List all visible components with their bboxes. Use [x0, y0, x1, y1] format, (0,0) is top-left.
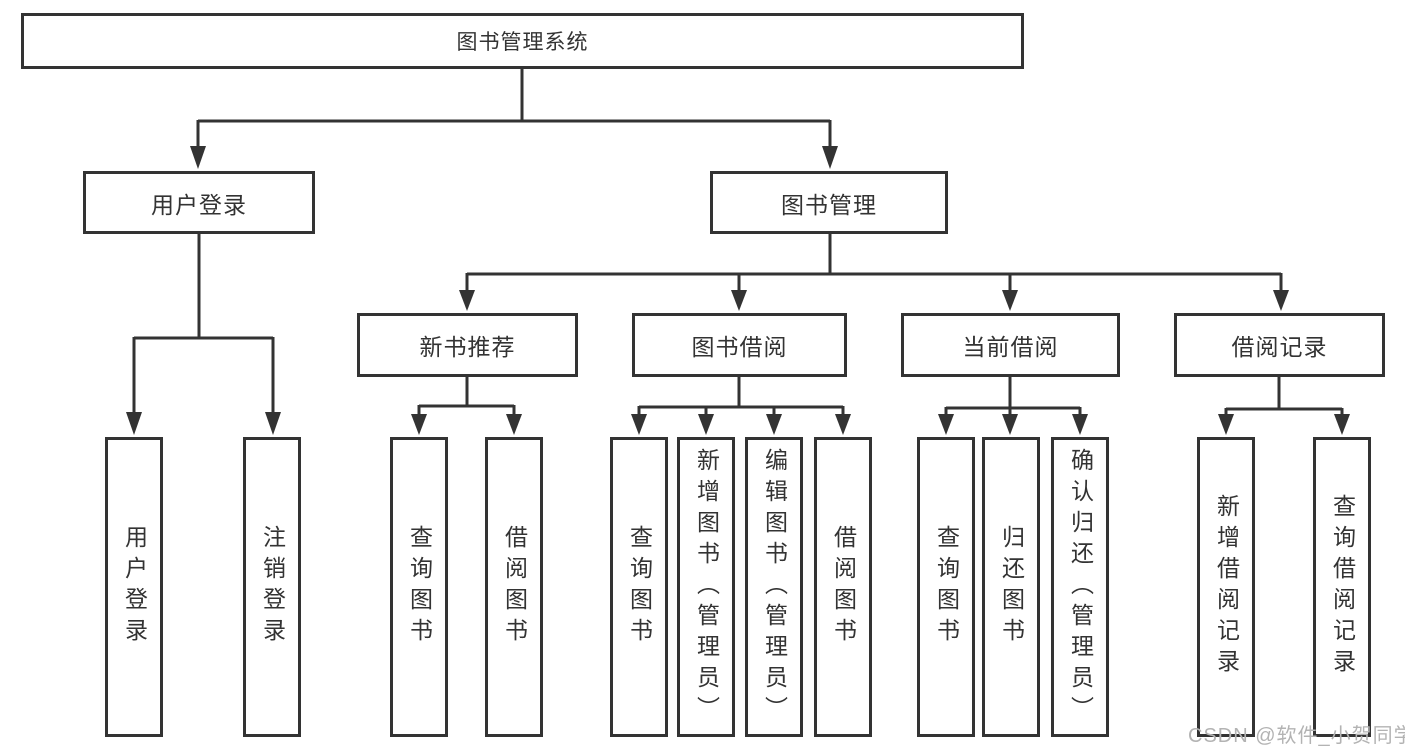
node-user-login: 用户登录 — [83, 171, 315, 234]
node-login: 用户登录 — [105, 437, 163, 737]
node-bb-query-books: 查询图书 — [610, 437, 668, 737]
node-bb-add-books-label: 新增图书（管理员） — [693, 447, 720, 727]
node-root-label: 图书管理系统 — [456, 31, 589, 54]
node-cb-query-books-label: 查询图书 — [933, 525, 960, 649]
node-nbr-query-books: 查询图书 — [390, 437, 448, 737]
node-nbr-borrow-books-label: 借阅图书 — [501, 525, 528, 649]
node-book-management-label: 图书管理 — [781, 191, 877, 218]
node-cb-confirm-return-label: 确认归还（管理员） — [1067, 447, 1094, 727]
node-user-login-label: 用户登录 — [151, 191, 247, 218]
node-cb-query-books: 查询图书 — [917, 437, 975, 737]
node-bb-edit-books: 编辑图书（管理员） — [745, 437, 803, 737]
node-br-query-record: 查询借阅记录 — [1313, 437, 1371, 737]
node-br-add-record-label: 新增借阅记录 — [1213, 494, 1240, 680]
node-book-management: 图书管理 — [710, 171, 948, 234]
node-current-borrow-label: 当前借阅 — [962, 334, 1059, 360]
node-br-add-record: 新增借阅记录 — [1197, 437, 1255, 737]
node-nbr-borrow-books: 借阅图书 — [485, 437, 543, 737]
node-cb-return-books: 归还图书 — [982, 437, 1040, 737]
node-logout: 注销登录 — [243, 437, 301, 737]
node-book-borrow: 图书借阅 — [632, 313, 847, 377]
node-book-borrow-label: 图书借阅 — [691, 334, 788, 360]
node-cb-return-books-label: 归还图书 — [998, 525, 1025, 649]
node-bb-borrow-books-label: 借阅图书 — [830, 525, 857, 649]
node-login-label: 用户登录 — [121, 525, 148, 649]
node-br-query-record-label: 查询借阅记录 — [1329, 494, 1356, 680]
node-bb-add-books: 新增图书（管理员） — [677, 437, 735, 737]
node-current-borrow: 当前借阅 — [901, 313, 1120, 377]
node-borrow-records: 借阅记录 — [1174, 313, 1385, 377]
node-bb-query-books-label: 查询图书 — [626, 525, 653, 649]
watermark: CSDN @软件_小贺同学 — [1188, 725, 1405, 747]
node-cb-confirm-return: 确认归还（管理员） — [1051, 437, 1109, 737]
node-borrow-records-label: 借阅记录 — [1231, 334, 1328, 360]
node-nbr-query-books-label: 查询图书 — [406, 525, 433, 649]
node-root: 图书管理系统 — [21, 13, 1024, 69]
arrowheads — [126, 146, 1350, 435]
node-bb-edit-books-label: 编辑图书（管理员） — [761, 447, 788, 727]
node-new-book-recommend-label: 新书推荐 — [419, 334, 516, 360]
node-logout-label: 注销登录 — [259, 525, 286, 649]
node-new-book-recommend: 新书推荐 — [357, 313, 578, 377]
node-bb-borrow-books: 借阅图书 — [814, 437, 872, 737]
